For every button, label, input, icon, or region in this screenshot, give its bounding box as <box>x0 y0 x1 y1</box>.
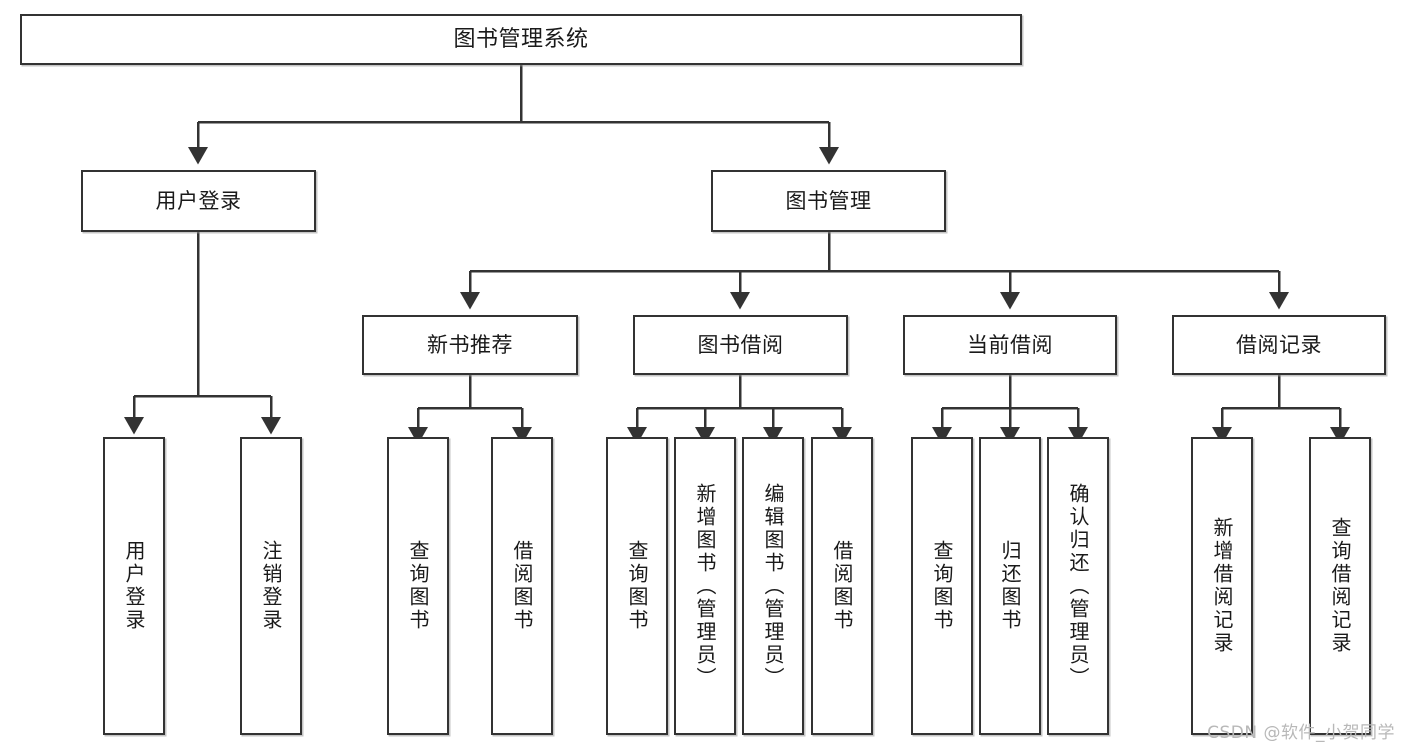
node-borrowing-record[interactable]: 借阅记录 <box>1172 315 1386 375</box>
leaf-new-book-borrow-books[interactable]: 借阅图书 <box>491 437 553 735</box>
leaf-user-login-logout[interactable]: 注销登录 <box>240 437 302 735</box>
node-label: 借阅记录 <box>1236 332 1322 357</box>
leaf-current-borrow-return-books[interactable]: 归还图书 <box>979 437 1041 735</box>
leaf-borrow-record-query-record[interactable]: 查询借阅记录 <box>1309 437 1371 735</box>
node-label: 图书借阅 <box>697 332 784 357</box>
node-label: 借阅图书 <box>510 540 534 632</box>
leaf-user-login-login[interactable]: 用户登录 <box>103 437 165 735</box>
node-label: 用户登录 <box>122 540 146 632</box>
node-label: 归还图书 <box>998 540 1022 632</box>
node-book-borrowing[interactable]: 图书借阅 <box>633 315 848 375</box>
leaf-new-book-query-books[interactable]: 查询图书 <box>387 437 449 735</box>
node-label: 确认归还（管理员） <box>1066 482 1090 690</box>
node-label: 查询图书 <box>625 540 649 632</box>
node-user-login[interactable]: 用户登录 <box>81 170 316 232</box>
node-label: 借阅图书 <box>830 540 854 632</box>
leaf-book-borrow-query-books[interactable]: 查询图书 <box>606 437 668 735</box>
leaf-borrow-record-add-record[interactable]: 新增借阅记录 <box>1191 437 1253 735</box>
node-label: 查询图书 <box>406 540 430 632</box>
node-current-borrowing[interactable]: 当前借阅 <box>903 315 1117 375</box>
node-root-book-management-system[interactable]: 图书管理系统 <box>20 14 1022 65</box>
leaf-book-borrow-borrow-books[interactable]: 借阅图书 <box>811 437 873 735</box>
node-label: 查询图书 <box>930 540 954 632</box>
node-label: 新增借阅记录 <box>1210 517 1234 655</box>
node-book-management[interactable]: 图书管理 <box>711 170 946 232</box>
node-label: 当前借阅 <box>967 332 1053 357</box>
node-label: 编辑图书（管理员） <box>761 482 785 690</box>
node-label: 图书管理系统 <box>453 26 589 52</box>
node-label: 注销登录 <box>259 540 283 632</box>
node-label: 用户登录 <box>155 188 242 213</box>
leaf-current-borrow-confirm-return-admin[interactable]: 确认归还（管理员） <box>1047 437 1109 735</box>
leaf-current-borrow-query-books[interactable]: 查询图书 <box>911 437 973 735</box>
leaf-book-borrow-edit-book-admin[interactable]: 编辑图书（管理员） <box>742 437 804 735</box>
csdn-watermark: CSDN @软件_小贺同学 <box>1207 723 1395 743</box>
node-label: 查询借阅记录 <box>1328 517 1352 655</box>
node-label: 新书推荐 <box>427 332 513 357</box>
node-label: 新增图书（管理员） <box>693 482 717 690</box>
node-label: 图书管理 <box>785 188 872 213</box>
node-new-book-recommendation[interactable]: 新书推荐 <box>362 315 578 375</box>
leaf-book-borrow-add-book-admin[interactable]: 新增图书（管理员） <box>674 437 736 735</box>
